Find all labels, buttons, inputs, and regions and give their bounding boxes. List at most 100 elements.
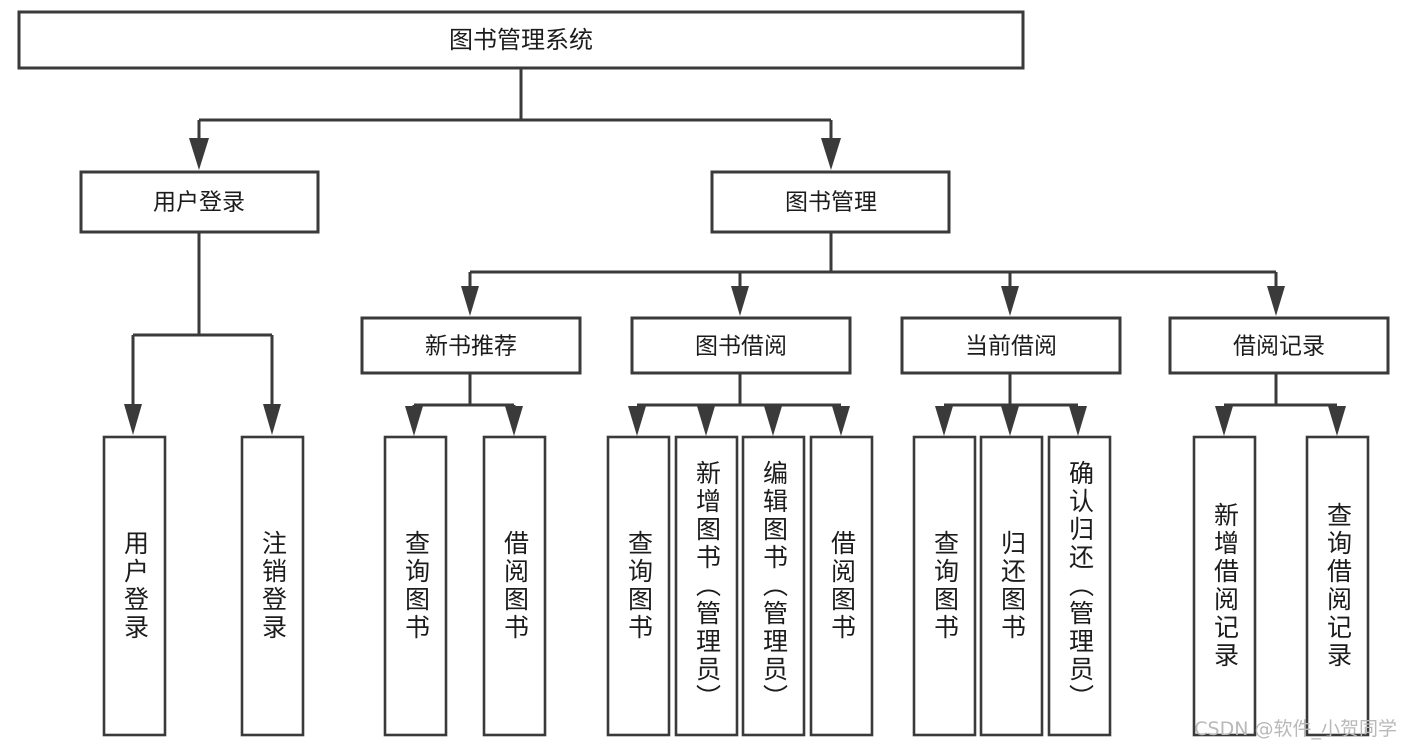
node-leaf-add-record-box[interactable] (1192, 435, 1257, 737)
node-book-manage-label: 图书管理 (785, 190, 877, 216)
connector-group-root (189, 68, 841, 170)
node-book-manage-box[interactable] (710, 170, 951, 234)
node-leaf-add-record-label: 新增借阅记录 (1210, 502, 1240, 670)
node-borrow-record[interactable]: 借阅记录 (1168, 316, 1390, 375)
node-leaf-return-book-box[interactable] (979, 435, 1044, 737)
node-leaf-add-book-label: 新增图书（管理员） (692, 460, 722, 712)
node-leaf-borrow-book-1[interactable]: 借阅图书 (482, 435, 547, 737)
node-leaf-add-record[interactable]: 新增借阅记录 (1192, 435, 1257, 737)
connector-group-user-login (124, 232, 281, 435)
node-leaf-query-book-1-label: 查询图书 (401, 530, 431, 642)
connector-group-new-book-recommend (405, 373, 523, 436)
arrowhead-leaf-borrow-book-1 (505, 406, 523, 436)
node-leaf-borrow-book-1-label: 借阅图书 (500, 530, 530, 642)
arrowhead-leaf-edit-book (764, 406, 782, 436)
node-current-borrow[interactable]: 当前借阅 (900, 316, 1122, 375)
node-leaf-borrow-book-2-label-holder: 借阅图书 (827, 530, 857, 642)
node-leaf-query-book-3-label-holder: 查询图书 (930, 530, 960, 642)
node-leaf-query-book-2-box[interactable] (606, 435, 671, 737)
arrowhead-leaf-confirm-return (1069, 406, 1087, 436)
node-book-borrow[interactable]: 图书借阅 (630, 316, 852, 375)
node-current-borrow-box[interactable] (900, 316, 1122, 375)
node-leaf-borrow-book-2-label: 借阅图书 (827, 530, 857, 642)
node-leaf-borrow-book-2-box[interactable] (809, 435, 874, 737)
node-leaf-user-login-box[interactable] (102, 435, 167, 737)
node-leaf-add-record-label-holder: 新增借阅记录 (1210, 502, 1240, 670)
node-leaf-return-book-label-holder: 归还图书 (997, 530, 1027, 642)
node-leaf-query-book-1[interactable]: 查询图书 (383, 435, 448, 737)
arrowhead-leaf-query-book-1 (405, 406, 423, 436)
node-leaf-query-book-3-box[interactable] (912, 435, 977, 737)
node-leaf-query-book-1-box[interactable] (383, 435, 448, 737)
node-leaf-borrow-book-1-box[interactable] (482, 435, 547, 737)
arrowhead-book-borrow (731, 286, 749, 316)
arrowhead-new-book-recommend (461, 286, 479, 316)
node-leaf-query-record-label: 查询借阅记录 (1323, 502, 1353, 670)
node-leaf-user-login[interactable]: 用户登录 (102, 435, 167, 737)
arrowhead-borrow-record (1267, 286, 1285, 316)
node-root-box[interactable] (17, 10, 1025, 70)
node-leaf-query-book-2[interactable]: 查询图书 (606, 435, 671, 737)
node-borrow-record-label: 借阅记录 (1233, 334, 1325, 360)
node-root[interactable]: 图书管理系统 (17, 10, 1025, 70)
connector-group-current-borrow (935, 373, 1087, 436)
node-leaf-return-book-label: 归还图书 (997, 530, 1027, 642)
arrowhead-leaf-add-record (1215, 406, 1233, 436)
node-leaf-query-book-2-label: 查询图书 (624, 530, 654, 642)
node-user-login-label: 用户登录 (153, 190, 245, 216)
arrowhead-book-manage (821, 138, 841, 170)
node-root-label: 图书管理系统 (449, 26, 593, 54)
node-leaf-user-login-label-holder: 用户登录 (120, 530, 150, 642)
node-leaf-query-record-label-holder: 查询借阅记录 (1323, 502, 1353, 670)
node-leaf-query-record[interactable]: 查询借阅记录 (1305, 435, 1370, 737)
node-leaf-query-book-3[interactable]: 查询图书 (912, 435, 977, 737)
connector-group-borrow-record (1215, 373, 1346, 436)
node-leaf-user-logout[interactable]: 注销登录 (240, 435, 305, 737)
arrowhead-leaf-query-record (1328, 406, 1346, 436)
arrowhead-leaf-query-book-2 (628, 406, 646, 436)
node-leaf-edit-book[interactable]: 编辑图书（管理员） (741, 435, 806, 737)
node-leaf-return-book[interactable]: 归还图书 (979, 435, 1044, 737)
node-new-book-recommend[interactable]: 新书推荐 (360, 316, 582, 375)
arrowhead-leaf-query-book-3 (935, 406, 953, 436)
node-leaf-confirm-return-label-holder: 确认归还（管理员） (1066, 460, 1095, 712)
node-new-book-recommend-box[interactable] (360, 316, 582, 375)
node-leaf-borrow-book-1-label-holder: 借阅图书 (500, 530, 530, 642)
node-leaf-edit-book-label-holder: 编辑图书（管理员） (759, 460, 789, 712)
arrowhead-leaf-add-book (697, 406, 715, 436)
node-borrow-record-box[interactable] (1168, 316, 1390, 375)
connector-group-book-manage (461, 232, 1285, 316)
node-leaf-query-book-2-label-holder: 查询图书 (624, 530, 654, 642)
node-leaf-user-logout-label-holder: 注销登录 (258, 530, 288, 642)
arrowhead-leaf-return-book (1001, 406, 1019, 436)
arrowhead-leaf-borrow-book-2 (832, 406, 850, 436)
node-book-manage[interactable]: 图书管理 (710, 170, 951, 234)
node-leaf-add-book[interactable]: 新增图书（管理员） (674, 435, 739, 737)
node-leaf-user-logout-box[interactable] (240, 435, 305, 737)
node-leaf-edit-book-box[interactable] (741, 435, 806, 737)
node-user-login-box[interactable] (79, 170, 320, 234)
node-leaf-add-book-box[interactable] (674, 435, 739, 737)
node-leaf-query-record-box[interactable] (1305, 435, 1370, 737)
node-book-borrow-box[interactable] (630, 316, 852, 375)
node-current-borrow-label: 当前借阅 (965, 334, 1057, 360)
node-leaf-add-book-label-holder: 新增图书（管理员） (692, 460, 722, 712)
arrowhead-leaf-user-logout (263, 404, 281, 435)
node-leaf-query-book-1-label-holder: 查询图书 (401, 530, 431, 642)
arrowhead-leaf-user-login (124, 404, 142, 435)
node-leaf-edit-book-label: 编辑图书（管理员） (759, 460, 789, 712)
watermark-text: CSDN @软件_小贺同学 (1194, 718, 1397, 740)
node-user-login[interactable]: 用户登录 (79, 170, 320, 234)
node-leaf-confirm-return-box[interactable] (1047, 435, 1112, 737)
node-leaf-user-logout-label: 注销登录 (258, 530, 288, 642)
arrowhead-current-borrow (1001, 286, 1019, 316)
node-leaf-borrow-book-2[interactable]: 借阅图书 (809, 435, 874, 737)
node-new-book-recommend-label: 新书推荐 (425, 334, 517, 360)
node-leaf-user-login-label: 用户登录 (120, 530, 150, 642)
node-leaf-query-book-3-label: 查询图书 (930, 530, 960, 642)
node-leaf-confirm-return[interactable]: 确认归还（管理员） (1047, 435, 1112, 737)
connector-group-book-borrow (628, 373, 850, 436)
arrowhead-user-login (189, 138, 209, 170)
